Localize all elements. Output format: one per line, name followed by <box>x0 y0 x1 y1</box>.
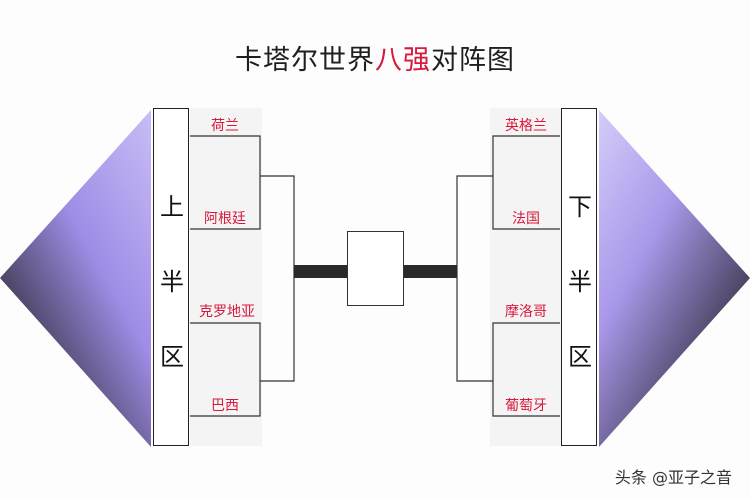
upper-bracket-lines <box>190 135 295 417</box>
team-lower-3: 摩洛哥 <box>505 304 547 320</box>
team-lower-4: 葡萄牙 <box>505 398 547 414</box>
title-prefix: 卡塔尔世界 <box>235 45 375 76</box>
upper-half-char-1: 上 <box>160 193 184 221</box>
upper-half-label-box: 上 半 区 <box>153 108 189 446</box>
lower-half-char-1: 下 <box>568 193 592 221</box>
lower-half-label-box: 下 半 区 <box>561 108 597 446</box>
team-upper-3: 克罗地亚 <box>199 304 255 320</box>
team-upper-1: 荷兰 <box>211 118 239 134</box>
lower-bracket-lines <box>456 135 560 417</box>
team-upper-2: 阿根廷 <box>204 211 246 227</box>
upper-final-connector <box>294 265 347 278</box>
upper-half-char-2: 半 <box>160 268 184 296</box>
title-suffix: 对阵图 <box>431 45 515 76</box>
lower-half-char-3: 区 <box>568 343 592 371</box>
team-lower-2: 法国 <box>512 211 540 227</box>
team-upper-4: 巴西 <box>211 398 239 414</box>
title-highlight: 八强 <box>375 45 431 76</box>
left-diamond-decoration <box>0 110 151 447</box>
watermark: 头条 @亚子之音 <box>614 468 732 487</box>
team-lower-1: 英格兰 <box>505 118 547 134</box>
upper-half-char-3: 区 <box>160 343 184 371</box>
final-box <box>347 231 404 306</box>
right-diamond-decoration <box>599 110 750 447</box>
page-title: 卡塔尔世界八强对阵图 <box>0 38 750 77</box>
lower-final-connector <box>404 265 457 278</box>
lower-half-char-2: 半 <box>568 268 592 296</box>
